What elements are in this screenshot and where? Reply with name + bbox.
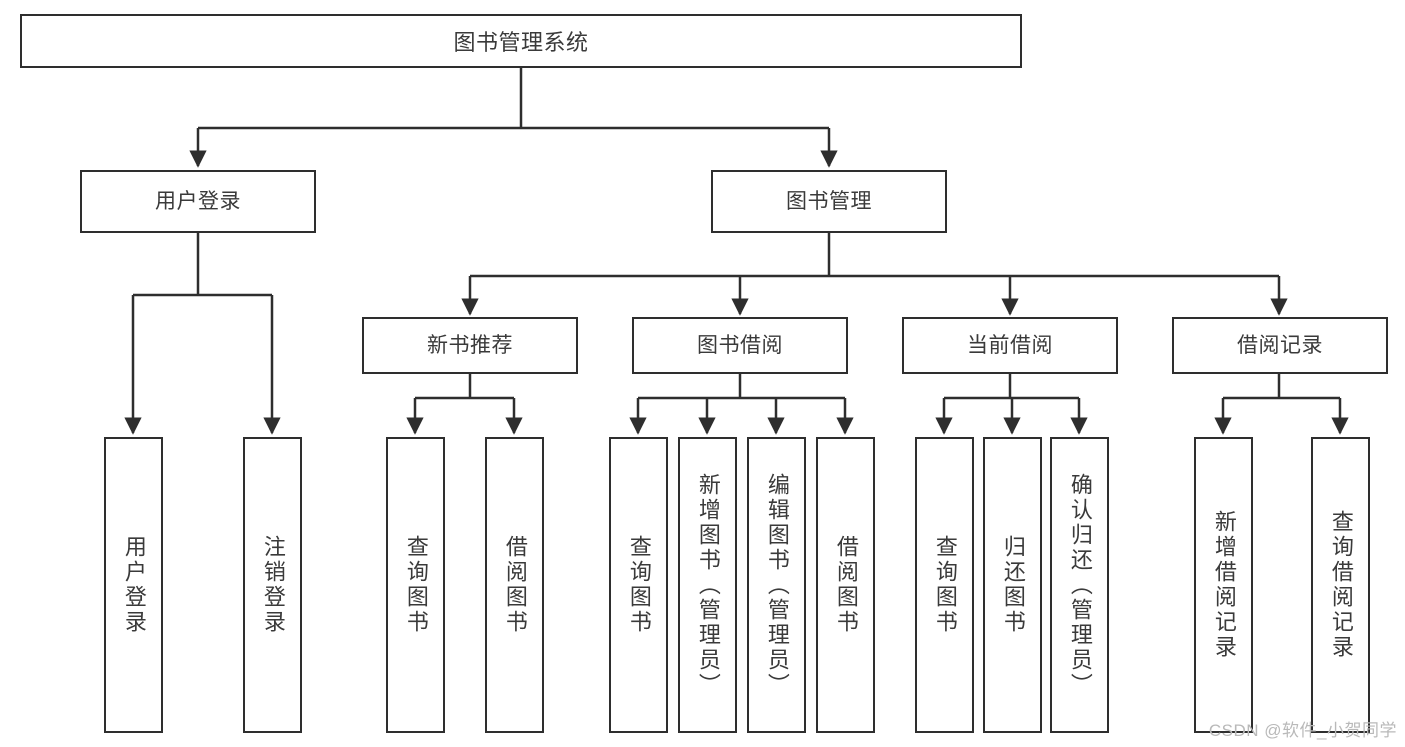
leaf-label: 编辑图书（管理员） bbox=[764, 472, 790, 698]
node-new-book-recommend-label: 新书推荐 bbox=[427, 333, 513, 357]
leaf-label: 借阅图书 bbox=[502, 535, 528, 635]
node-user-login[interactable]: 用户登录 bbox=[80, 170, 316, 233]
leaf-label: 查询借阅记录 bbox=[1328, 510, 1354, 660]
node-borrow-record-label: 借阅记录 bbox=[1237, 333, 1323, 357]
leaf-book-borrow-3[interactable]: 借阅图书 bbox=[816, 437, 875, 733]
leaf-current-borrow-1[interactable]: 归还图书 bbox=[983, 437, 1042, 733]
node-new-book-recommend[interactable]: 新书推荐 bbox=[362, 317, 578, 374]
node-root-label: 图书管理系统 bbox=[453, 30, 589, 55]
leaf-user-login-1[interactable]: 注销登录 bbox=[243, 437, 302, 733]
leaf-label: 查询图书 bbox=[403, 535, 429, 635]
leaf-label: 借阅图书 bbox=[833, 535, 859, 635]
leaf-label: 注销登录 bbox=[260, 535, 286, 635]
leaf-label: 用户登录 bbox=[121, 535, 147, 635]
node-book-manage[interactable]: 图书管理 bbox=[711, 170, 947, 233]
leaf-book-borrow-0[interactable]: 查询图书 bbox=[609, 437, 668, 733]
leaf-label: 新增图书（管理员） bbox=[695, 472, 721, 698]
node-book-borrow-label: 图书借阅 bbox=[697, 333, 783, 357]
node-current-borrow[interactable]: 当前借阅 bbox=[902, 317, 1118, 374]
leaf-label: 确认归还（管理员） bbox=[1067, 472, 1093, 698]
node-current-borrow-label: 当前借阅 bbox=[967, 333, 1053, 357]
leaf-book-borrow-2[interactable]: 编辑图书（管理员） bbox=[747, 437, 806, 733]
leaf-label: 查询图书 bbox=[626, 535, 652, 635]
leaf-label: 新增借阅记录 bbox=[1211, 510, 1237, 660]
leaf-current-borrow-2[interactable]: 确认归还（管理员） bbox=[1050, 437, 1109, 733]
leaf-new-book-recommend-0[interactable]: 查询图书 bbox=[386, 437, 445, 733]
leaf-user-login-0[interactable]: 用户登录 bbox=[104, 437, 163, 733]
node-book-manage-label: 图书管理 bbox=[786, 189, 872, 213]
leaf-borrow-record-1[interactable]: 查询借阅记录 bbox=[1311, 437, 1370, 733]
leaf-book-borrow-1[interactable]: 新增图书（管理员） bbox=[678, 437, 737, 733]
csdn-watermark: CSDN @软件_小贺同学 bbox=[1208, 721, 1397, 740]
node-borrow-record[interactable]: 借阅记录 bbox=[1172, 317, 1388, 374]
node-book-borrow[interactable]: 图书借阅 bbox=[632, 317, 848, 374]
node-root-system[interactable]: 图书管理系统 bbox=[20, 14, 1022, 68]
leaf-label: 归还图书 bbox=[1000, 535, 1026, 635]
leaf-borrow-record-0[interactable]: 新增借阅记录 bbox=[1194, 437, 1253, 733]
node-user-login-label: 用户登录 bbox=[155, 189, 241, 213]
leaf-label: 查询图书 bbox=[932, 535, 958, 635]
leaf-new-book-recommend-1[interactable]: 借阅图书 bbox=[485, 437, 544, 733]
leaf-current-borrow-0[interactable]: 查询图书 bbox=[915, 437, 974, 733]
